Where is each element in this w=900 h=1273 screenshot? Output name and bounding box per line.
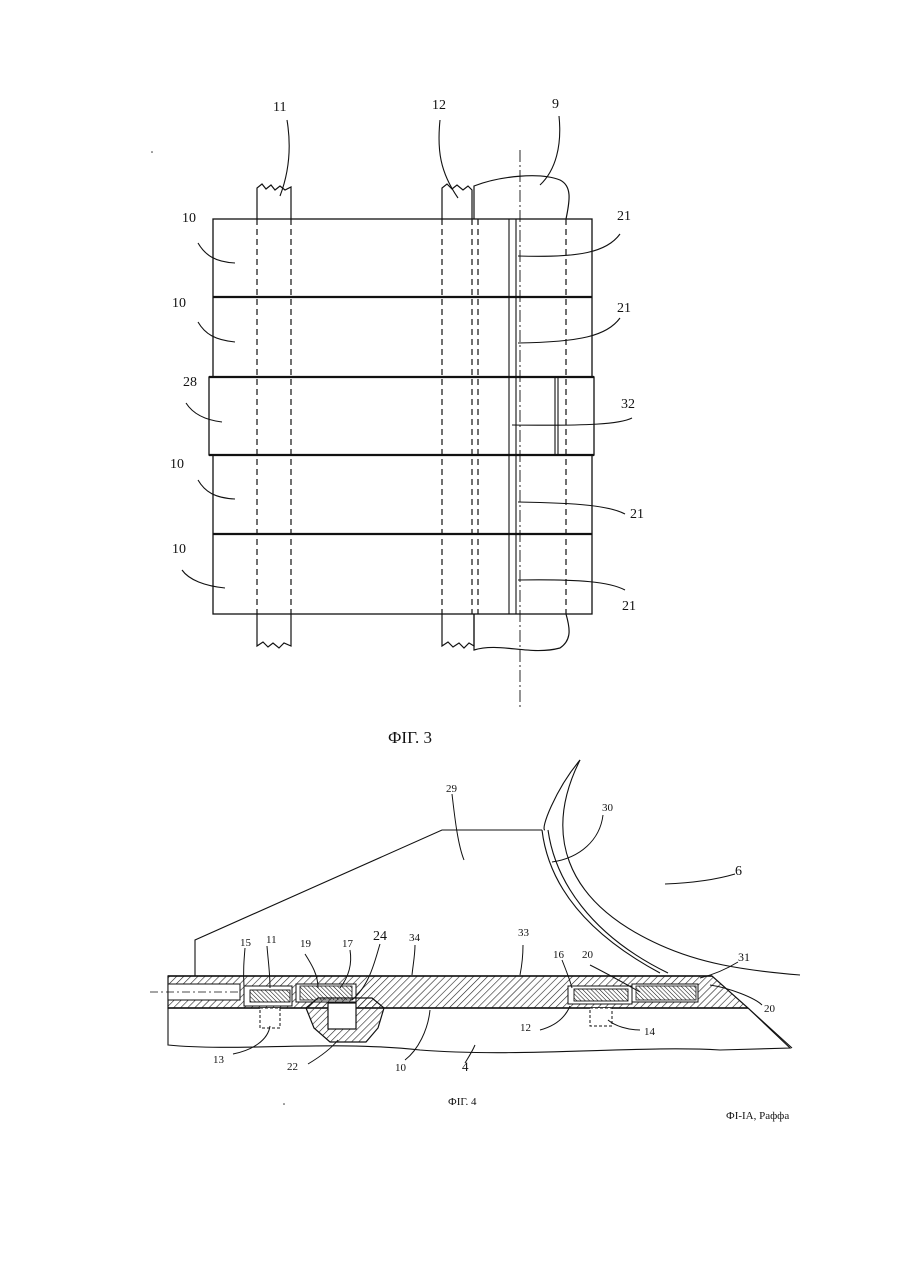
- part-29-outline: [195, 830, 542, 976]
- label-32: 32: [621, 397, 635, 412]
- label-6: 6: [735, 864, 742, 879]
- label-10: 10: [395, 1062, 407, 1074]
- label-11: 11: [273, 100, 286, 115]
- label-4: 4: [462, 1059, 469, 1074]
- label-13: 13: [213, 1054, 225, 1066]
- plate-28-outline: [209, 377, 594, 455]
- label-10: 10: [170, 457, 184, 472]
- label-14: 14: [644, 1026, 656, 1038]
- label-31: 31: [738, 950, 750, 964]
- label-24: 24: [373, 929, 387, 944]
- label-21: 21: [617, 301, 631, 316]
- figure-4: [150, 760, 800, 1064]
- figure-3-caption: ФІГ. 3: [388, 728, 432, 748]
- label-9: 9: [552, 97, 559, 112]
- speck: [283, 1103, 285, 1105]
- label-30: 30: [602, 802, 614, 814]
- figure-3-labels: 11 12 9 10 10 28 10 10 21 21 32 21 21: [170, 97, 644, 614]
- label-33: 33: [518, 927, 530, 939]
- label-10: 10: [182, 211, 196, 226]
- figure-4-caption: ФІГ. 4: [448, 1096, 476, 1108]
- label-28: 28: [183, 375, 197, 390]
- leaders-fig3: [182, 116, 632, 590]
- label-20: 20: [582, 949, 594, 961]
- footer-note: ФІ-ІА, Раффа: [726, 1110, 789, 1122]
- label-16: 16: [553, 949, 565, 961]
- label-21: 21: [630, 507, 644, 522]
- arc-6: [563, 760, 800, 975]
- label-29: 29: [446, 783, 458, 795]
- label-15: 15: [240, 937, 252, 949]
- figure-4-labels: 29 30 6 15 11 19 17 24 34 33 16 20 31 20…: [213, 783, 776, 1074]
- speck: [151, 151, 153, 153]
- figure-3: [182, 116, 632, 708]
- label-22: 22: [287, 1061, 298, 1073]
- label-21: 21: [622, 599, 636, 614]
- label-12: 12: [432, 98, 446, 113]
- label-10: 10: [172, 296, 186, 311]
- label-21: 21: [617, 209, 631, 224]
- label-19: 19: [300, 938, 312, 950]
- label-17: 17: [342, 938, 354, 950]
- label-12: 12: [520, 1022, 531, 1034]
- label-10: 10: [172, 542, 186, 557]
- label-20: 20: [764, 1003, 776, 1015]
- label-34: 34: [409, 932, 421, 944]
- label-11: 11: [266, 934, 277, 946]
